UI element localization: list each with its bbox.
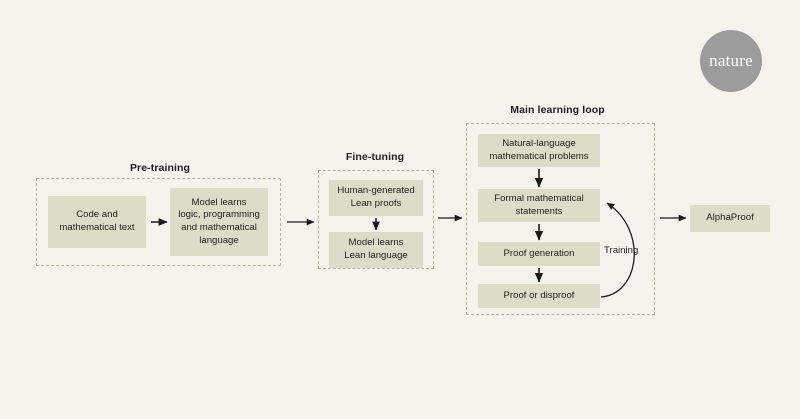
group-title-pre-training: Pre-training [129,162,191,174]
node-line: Proof or disproof [503,289,575,301]
node-natural-language-math-problems: Natural-language mathematical problems [478,134,600,167]
node-line: Formal mathematical [494,192,584,204]
node-line: language [199,234,239,246]
node-alphaproof: AlphaProof [690,205,770,232]
node-line: Lean language [344,250,408,261]
node-proof-generation: Proof generation [478,242,600,266]
node-line: AlphaProof [706,212,754,224]
loop-label-training: Training [604,245,639,256]
node-line: mathematical problems [489,150,589,162]
node-line: Natural-language [502,137,576,149]
node-formal-mathematical-statements: Formal mathematical statements [478,189,600,222]
node-line: Code and [76,209,118,221]
node-line: Model learns [348,237,404,249]
node-code-and-math-text: Code and mathematical text [48,196,146,248]
nature-logo: nature [700,30,762,92]
node-line: Proof generation [503,247,575,259]
node-line: Model learns [191,196,247,208]
node-line: statements [515,205,563,217]
nature-logo-text: nature [709,51,753,70]
node-model-learns-logic: Model learns logic, programming and math… [170,188,268,256]
group-title-main-learning-loop: Main learning loop [510,104,605,116]
node-line: mathematical text [59,222,135,233]
node-line: Human-generated [337,185,415,197]
group-box-main-learning-loop [466,123,655,315]
node-model-learns-lean-language: Model learns Lean language [329,232,423,268]
node-proof-or-disproof: Proof or disproof [478,284,600,308]
node-line: Lean proofs [350,198,402,209]
group-box-fine-tuning [318,170,434,269]
node-human-generated-lean-proofs: Human-generated Lean proofs [329,180,423,216]
node-line: logic, programming [178,209,260,221]
group-title-fine-tuning: Fine-tuning [345,151,405,163]
node-line: and mathematical [181,222,257,233]
group-box-pre-training [36,178,281,266]
